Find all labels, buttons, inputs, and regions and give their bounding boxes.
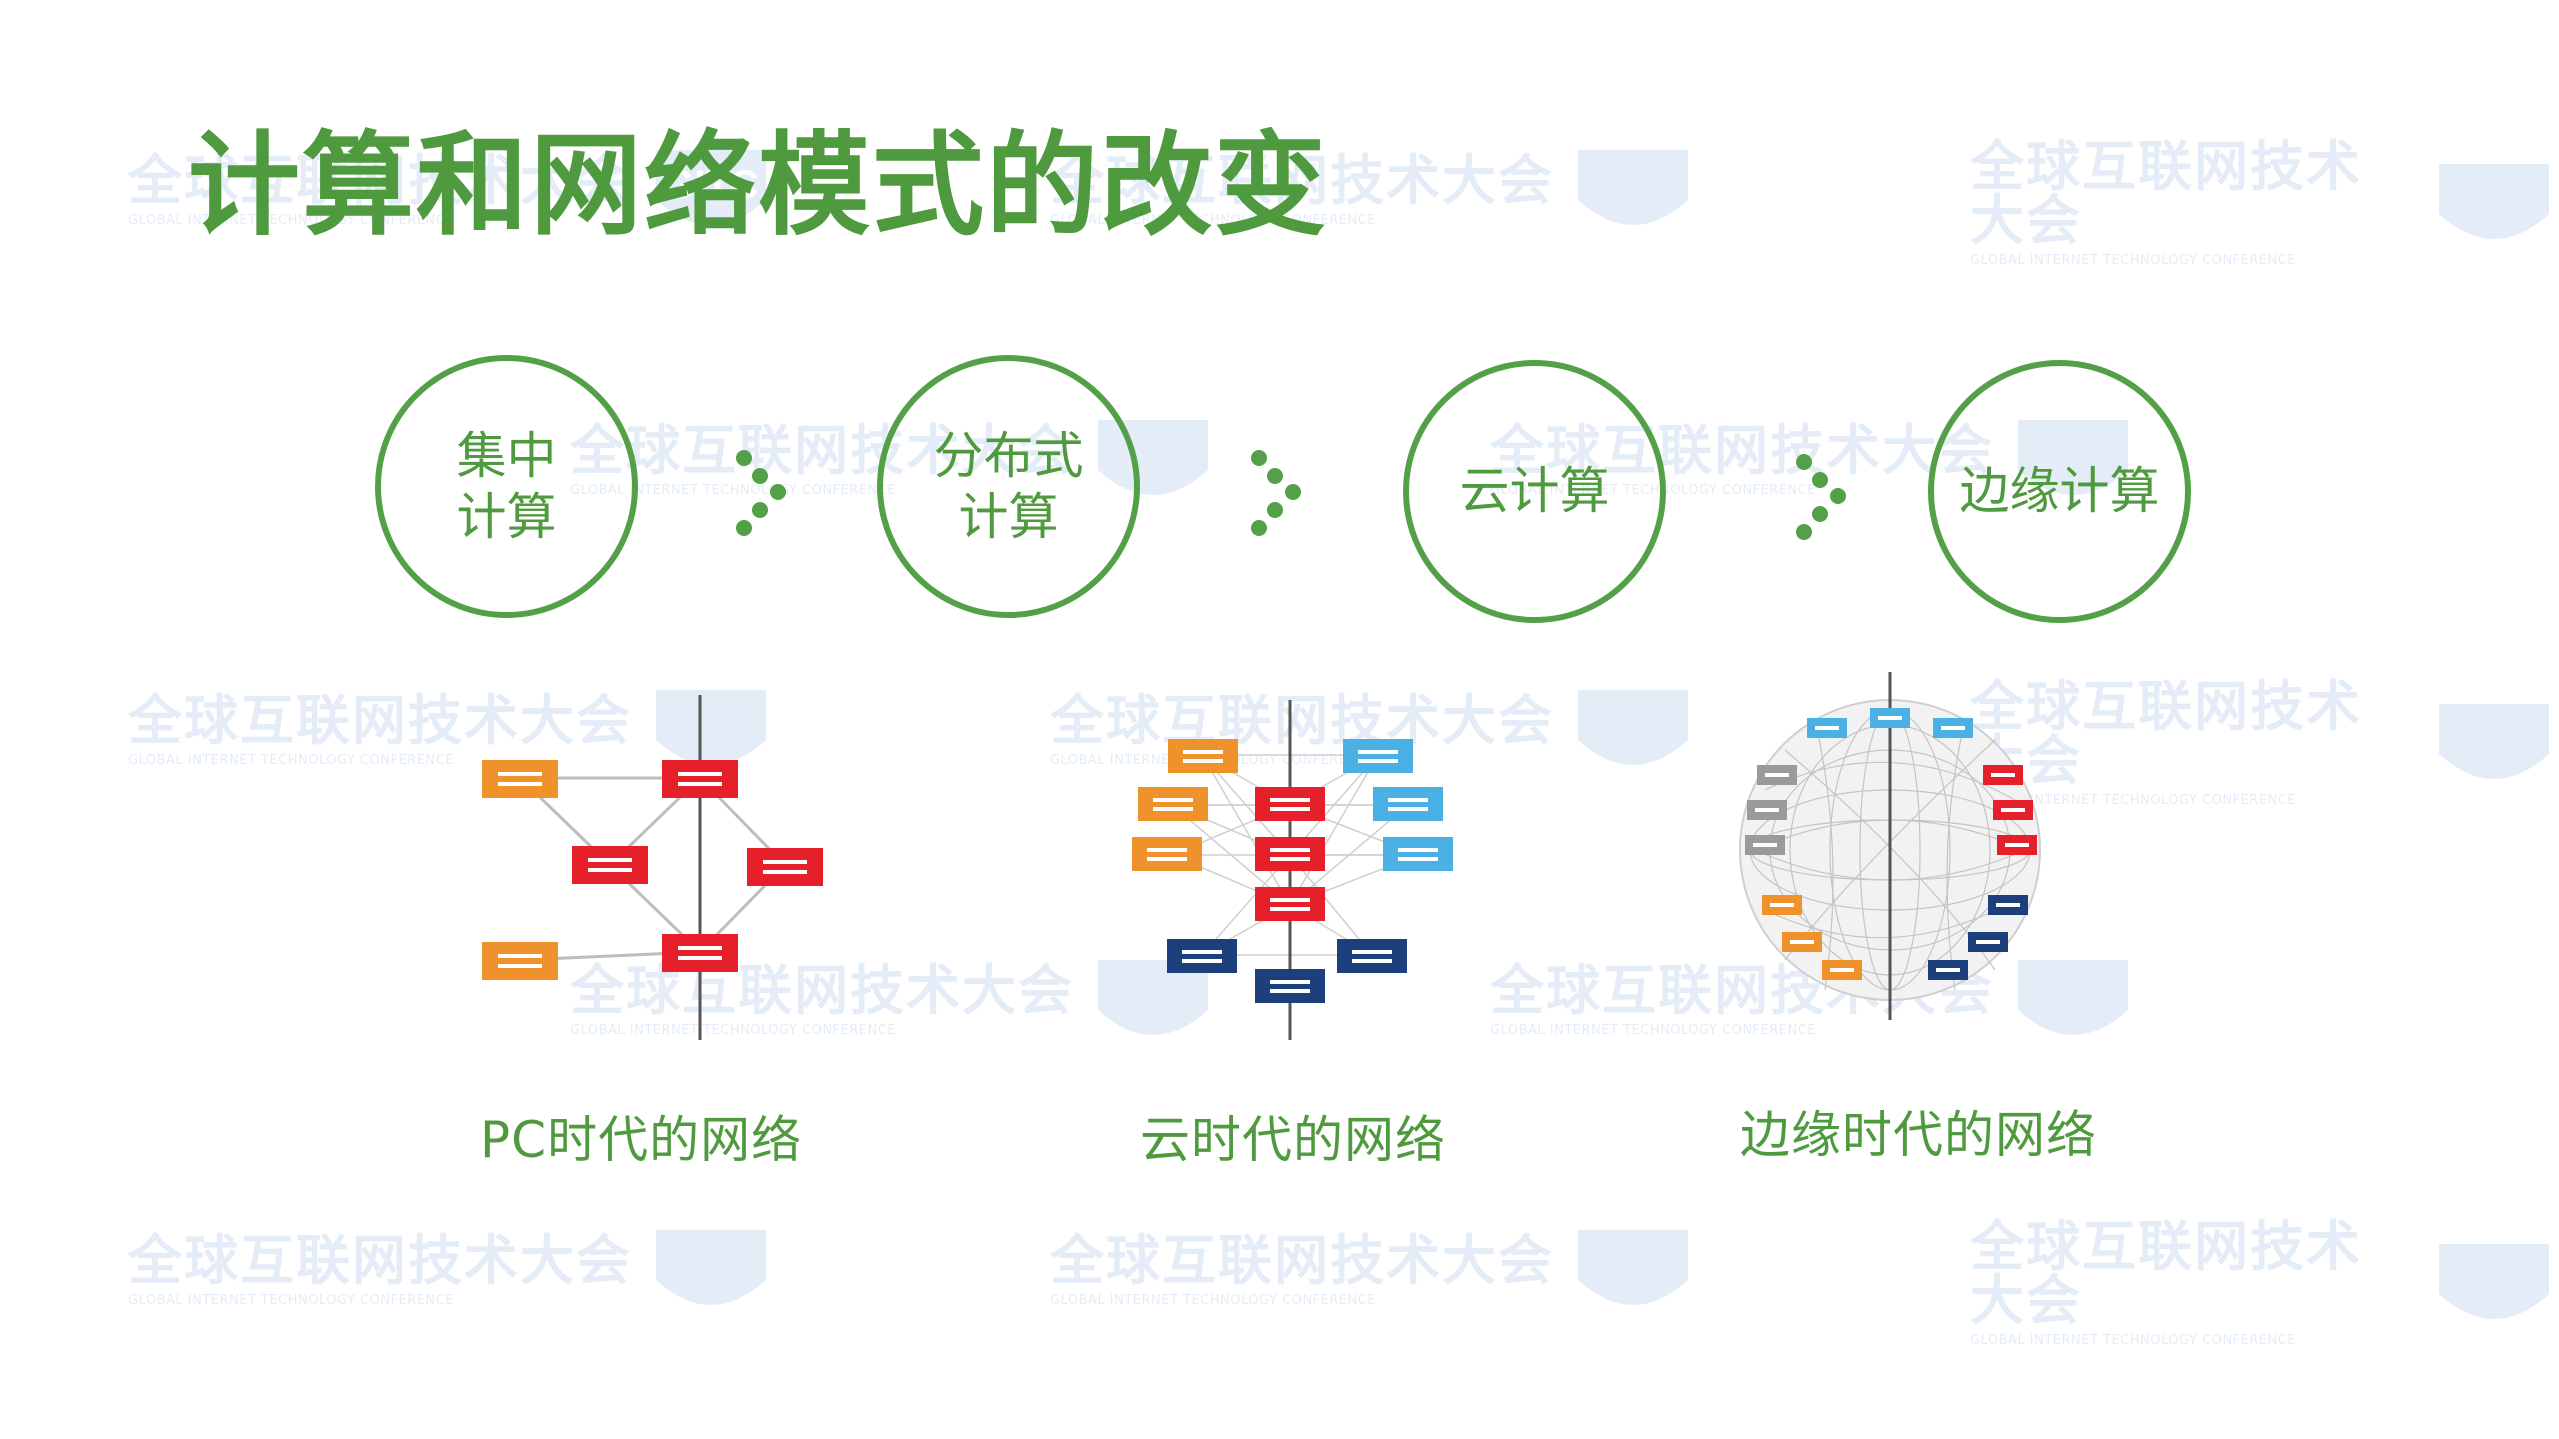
red-node <box>1993 800 2033 820</box>
chevron-right-icon <box>1251 450 1301 536</box>
watermark-cn: 全球互联网技术大会 <box>1970 135 2362 252</box>
watermark-en: GLOBAL INTERNET TECHNOLOGY CONFERENCE <box>1050 1292 1376 1308</box>
orange-node <box>482 942 558 980</box>
navy-node <box>1337 939 1407 973</box>
orange-node <box>1138 787 1208 821</box>
navy-node <box>1167 939 1237 973</box>
light-blue-node <box>1870 708 1910 728</box>
navy-node <box>1255 969 1325 1003</box>
red-node <box>1983 765 2023 785</box>
gitc-logo-icon <box>1568 1220 1698 1320</box>
chevron-right-icon <box>1796 454 1846 540</box>
orange-node <box>1168 739 1238 773</box>
orange-node <box>1782 932 1822 952</box>
orange-node <box>1132 837 1202 871</box>
gitc-logo-icon <box>2429 154 2559 254</box>
watermark-en: GLOBAL INTERNET TECHNOLOGY CONFERENCE <box>1970 253 2296 268</box>
page-title: 计算和网络模式的改变 <box>188 121 1328 251</box>
stage-label: 边缘计算 <box>1959 462 2160 520</box>
watermark-cn: 全球互联网技术大会 <box>1970 1215 2362 1332</box>
navy-node <box>1968 932 2008 952</box>
watermark-cn: 全球互联网技术大会 <box>128 1228 632 1292</box>
chevron-right-icon <box>736 450 786 536</box>
watermark-cn: 全球互联网技术大会 <box>1050 1228 1554 1292</box>
watermark-en: GLOBAL INTERNET TECHNOLOGY CONFERENCE <box>128 1292 454 1308</box>
navy-node <box>1988 895 2028 915</box>
caption-pc-era-network: PC时代的网络 <box>480 1111 803 1169</box>
navy-node <box>1928 960 1968 980</box>
cloud-era-network-diagram <box>1132 700 1453 1040</box>
red-node <box>662 934 738 972</box>
stage-label: 集中 计算 <box>456 426 557 546</box>
orange-node <box>1762 895 1802 915</box>
red-node <box>1255 887 1325 921</box>
red-node <box>572 846 648 884</box>
gitc-logo-icon <box>2429 1234 2559 1334</box>
caption-edge-era-network: 边缘时代的网络 <box>1740 1106 2097 1164</box>
light-blue-node <box>1373 787 1443 821</box>
gitc-logo-icon <box>1568 140 1698 240</box>
light-blue-node <box>1383 837 1453 871</box>
caption-cloud-era-network: 云时代的网络 <box>1140 1111 1446 1169</box>
stage-edge-computing: 边缘计算 <box>1928 360 2191 623</box>
stage-cloud-computing: 云计算 <box>1403 360 1666 623</box>
red-node <box>1255 787 1325 821</box>
red-node <box>747 848 823 886</box>
red-node <box>662 760 738 798</box>
gitc-logo-icon <box>646 1220 776 1320</box>
red-node <box>1255 837 1325 871</box>
edge-era-network-diagram <box>1739 672 2041 1020</box>
light-blue-node <box>1343 739 1413 773</box>
gray-node <box>1745 835 1785 855</box>
orange-node <box>1822 960 1862 980</box>
orange-node <box>482 760 558 798</box>
gray-node <box>1747 800 1787 820</box>
light-blue-node <box>1933 718 1973 738</box>
light-blue-node <box>1807 718 1847 738</box>
stage-label: 分布式 计算 <box>933 426 1084 546</box>
gitc-logo-icon <box>2429 694 2559 794</box>
watermark-en: GLOBAL INTERNET TECHNOLOGY CONFERENCE <box>1970 1333 2296 1348</box>
stage-centralized-computing: 集中 计算 <box>375 355 638 618</box>
gitc-logo-icon <box>1568 680 1698 780</box>
gray-node <box>1757 765 1797 785</box>
pc-era-network-diagram <box>482 695 823 1040</box>
red-node <box>1997 835 2037 855</box>
stage-distributed-computing: 分布式 计算 <box>877 355 1140 618</box>
stage-label: 云计算 <box>1459 462 1610 520</box>
